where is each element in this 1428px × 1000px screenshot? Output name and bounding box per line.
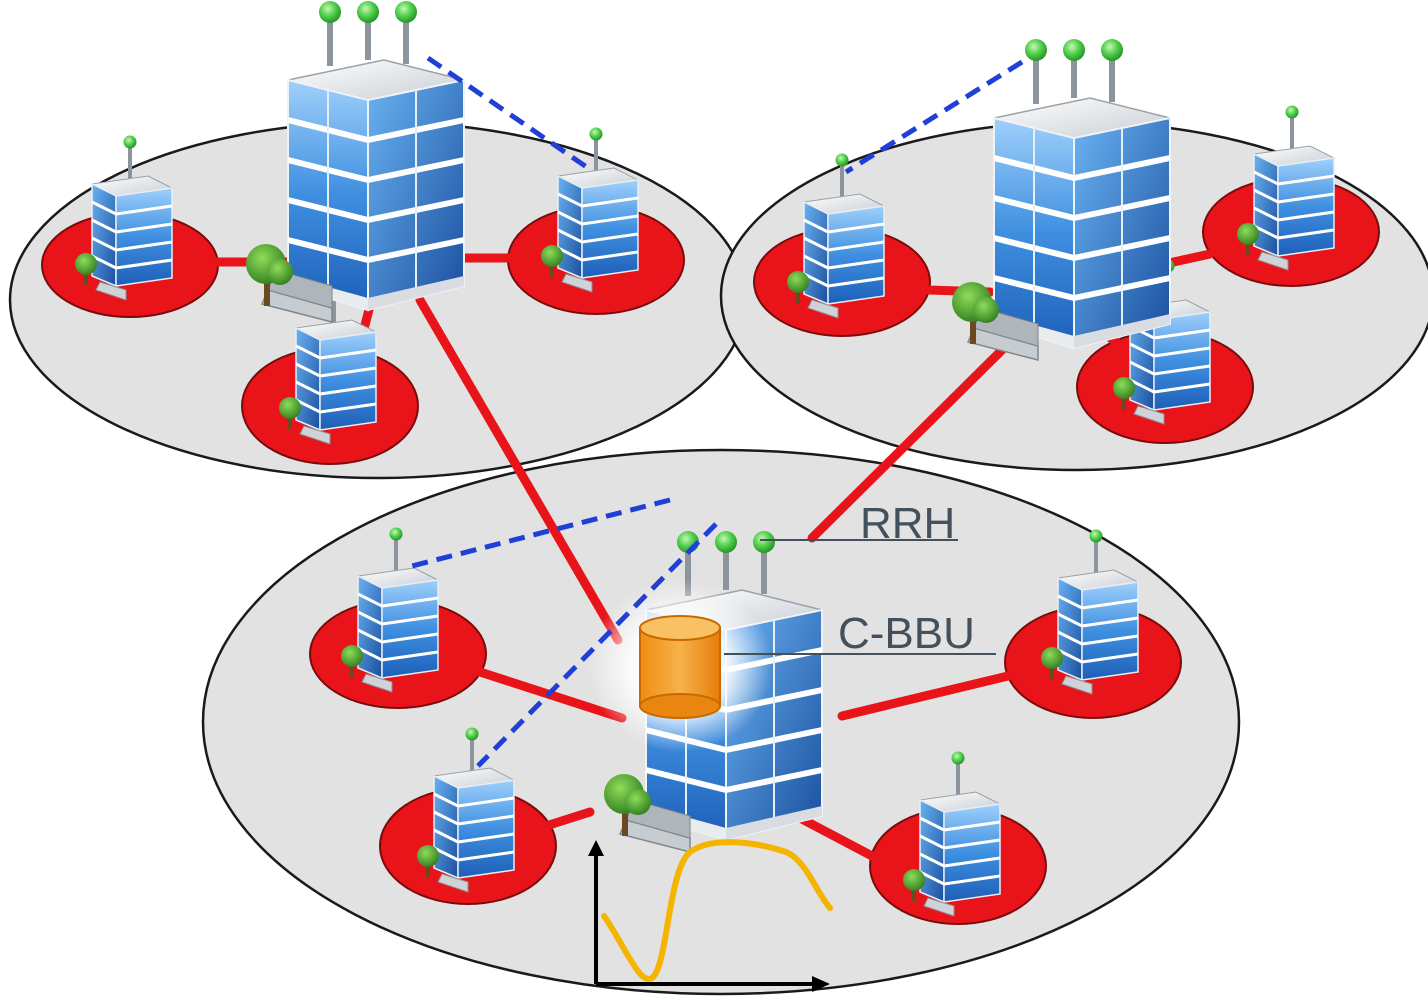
cbbu-label: C-BBU: [838, 609, 975, 658]
wireless-link: [476, 522, 718, 768]
wireless-link: [844, 59, 1024, 175]
fronthaul-link: [837, 671, 1013, 721]
load-curve: [601, 839, 833, 982]
fronthaul-link: [795, 813, 877, 861]
central-bbu-building: [588, 531, 822, 852]
rrh-callout: RRH: [760, 499, 958, 548]
x-axis-arrow-icon: [812, 976, 830, 992]
wireless-links: [411, 55, 1024, 768]
rrh-label: RRH: [860, 499, 955, 548]
fronthaul-link: [541, 807, 595, 831]
cbbu-callout: C-BBU: [724, 609, 996, 658]
y-axis-arrow-icon: [588, 840, 604, 856]
traffic-load-plot: [588, 839, 833, 992]
wireless-link: [426, 55, 590, 171]
fronthaul-link: [807, 345, 1007, 543]
wireless-link: [411, 497, 671, 569]
bbu-cylinder-icon: [639, 615, 721, 719]
fronthaul-link: [415, 295, 623, 645]
